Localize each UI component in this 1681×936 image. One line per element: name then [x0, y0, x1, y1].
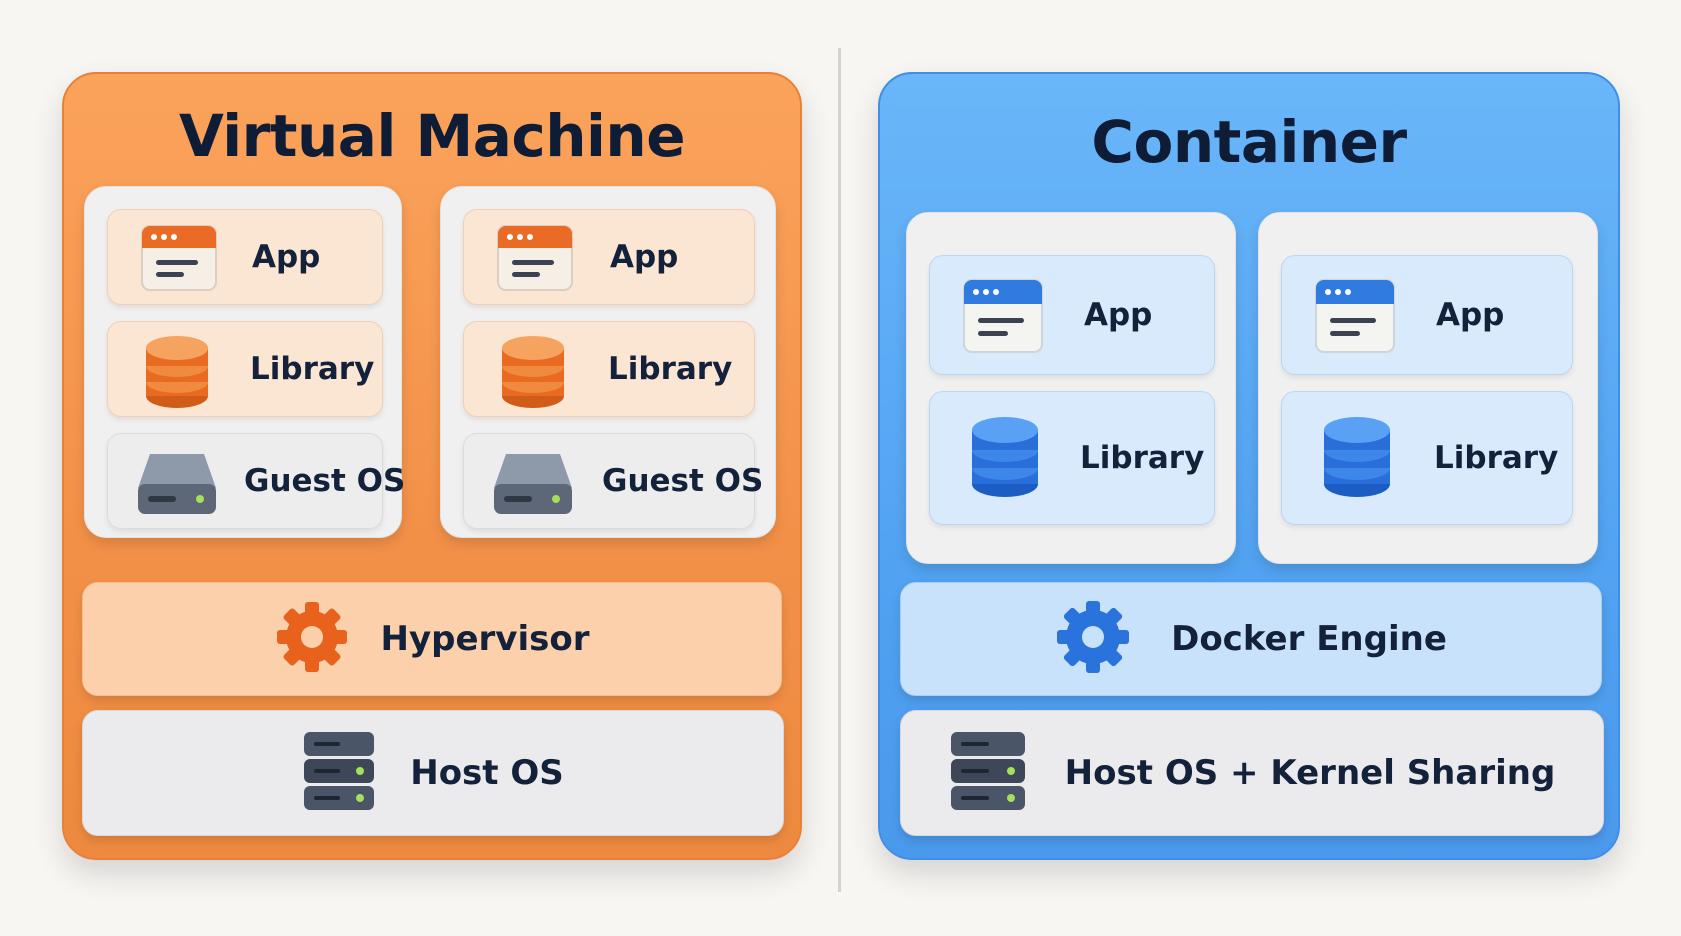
app-window-icon [962, 278, 1044, 354]
container-panel: Container App [878, 72, 1620, 860]
database-icon [970, 414, 1040, 500]
vm-1-guest-os-label: Guest OS [244, 463, 406, 499]
ct-1-app-layer: App [929, 255, 1215, 375]
database-icon [1322, 414, 1392, 500]
vm-instance-1: App Library [84, 186, 405, 538]
vm-1-app-layer: App [107, 209, 383, 305]
database-icon [144, 334, 210, 410]
vm-2-app-label: App [610, 239, 679, 275]
container-host-os-label: Host OS + Kernel Sharing [1064, 753, 1556, 793]
app-window-icon [140, 224, 218, 292]
container-instance-2: App Library [1258, 212, 1598, 564]
server-icon [302, 730, 376, 816]
vm-2-library-label: Library [608, 351, 733, 387]
gear-icon [1055, 599, 1131, 679]
vm-instance-2: App Library [440, 186, 776, 538]
ct-1-library-layer: Library [929, 391, 1215, 525]
vm-1-guest-os-layer: Guest OS [107, 433, 405, 529]
container-title: Container [1091, 108, 1407, 176]
ct-2-library-layer: Library [1281, 391, 1573, 525]
app-window-icon [1314, 278, 1396, 354]
vm-2-library-layer: Library [463, 321, 755, 417]
container-host-os-layer: Host OS + Kernel Sharing [900, 710, 1604, 836]
hypervisor-label: Hypervisor [380, 619, 590, 659]
vm-2-guest-os-layer: Guest OS [463, 433, 763, 529]
container-instance-1: App Library [906, 212, 1236, 564]
gear-icon [275, 600, 349, 678]
ct-1-app-label: App [1084, 297, 1153, 333]
vm-title: Virtual Machine [178, 102, 686, 170]
vm-host-os-label: Host OS [410, 753, 564, 793]
vm-2-app-layer: App [463, 209, 755, 305]
drive-icon [492, 450, 574, 518]
vm-1-app-label: App [252, 239, 321, 275]
ct-1-library-label: Library [1080, 440, 1205, 476]
docker-engine-label: Docker Engine [1171, 619, 1447, 659]
server-icon [949, 730, 1027, 816]
vm-host-os-layer: Host OS [82, 710, 784, 836]
vm-1-library-layer: Library [107, 321, 383, 417]
vm-1-library-label: Library [250, 351, 375, 387]
hypervisor-layer: Hypervisor [82, 582, 782, 696]
center-divider [838, 48, 841, 892]
docker-engine-layer: Docker Engine [900, 582, 1602, 696]
virtual-machine-panel: Virtual Machine App [62, 72, 802, 860]
app-window-icon [496, 224, 574, 292]
vm-2-guest-os-label: Guest OS [602, 463, 764, 499]
drive-icon [136, 450, 218, 518]
database-icon [500, 334, 566, 410]
ct-2-app-label: App [1436, 297, 1505, 333]
ct-2-library-label: Library [1434, 440, 1559, 476]
ct-2-app-layer: App [1281, 255, 1573, 375]
